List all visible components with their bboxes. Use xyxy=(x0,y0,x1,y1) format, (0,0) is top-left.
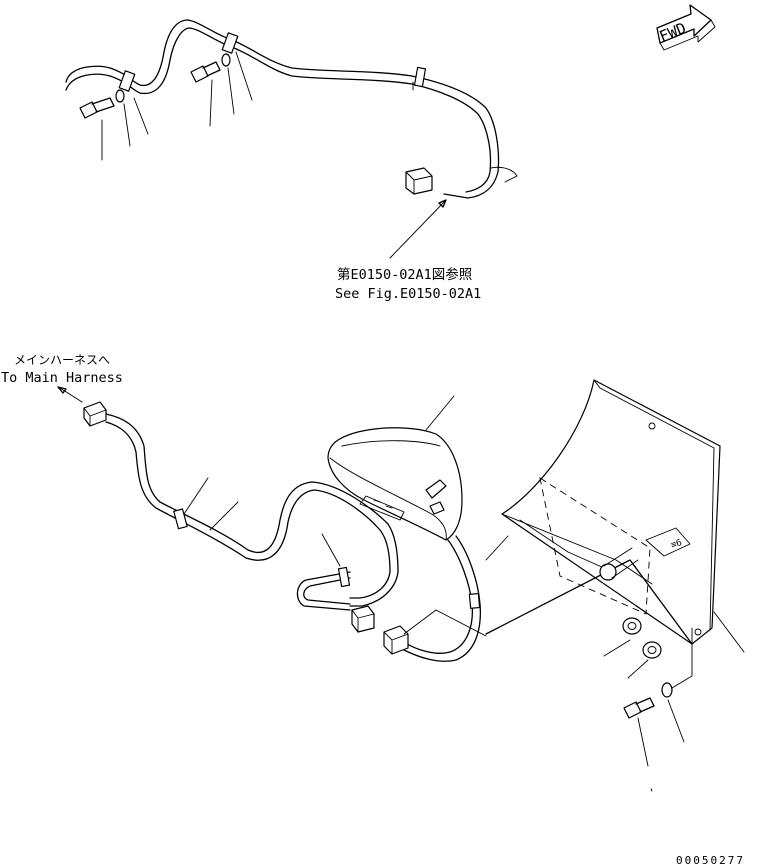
lamp-bracket: ≡6 xyxy=(485,379,745,689)
washer-icon xyxy=(221,53,231,67)
reference-note-ja: 第E0150-02A1図参照 xyxy=(337,266,472,283)
bolt-icon xyxy=(190,61,221,83)
drawing-number: 00050277 xyxy=(676,854,745,867)
lower-wire-harness xyxy=(83,401,399,633)
bolt-icon xyxy=(79,97,115,119)
upper-clamp xyxy=(221,32,239,54)
lower-clamp xyxy=(337,566,351,588)
upper-clamp xyxy=(413,66,427,88)
reference-note-en: See Fig.E0150-02A1 xyxy=(335,286,481,302)
lamp-connector xyxy=(383,625,409,655)
work-lamp xyxy=(327,395,487,662)
washer-icon xyxy=(622,617,642,635)
bracket-marking-icon: ≡6 xyxy=(670,538,683,551)
washer-icon xyxy=(115,89,125,103)
fwd-arrow-icon: FWD xyxy=(656,4,716,51)
upper-clamp xyxy=(118,70,136,92)
harness-note-en: To Main Harness xyxy=(1,370,123,386)
lower-connector xyxy=(351,605,375,633)
washer-icon xyxy=(642,641,662,659)
harness-note-ja: メインハーネスへ xyxy=(14,353,110,367)
upper-wire-harness xyxy=(65,19,518,259)
bolt-icon xyxy=(623,697,655,719)
upper-connector xyxy=(405,167,433,195)
washer-icon xyxy=(661,682,673,698)
